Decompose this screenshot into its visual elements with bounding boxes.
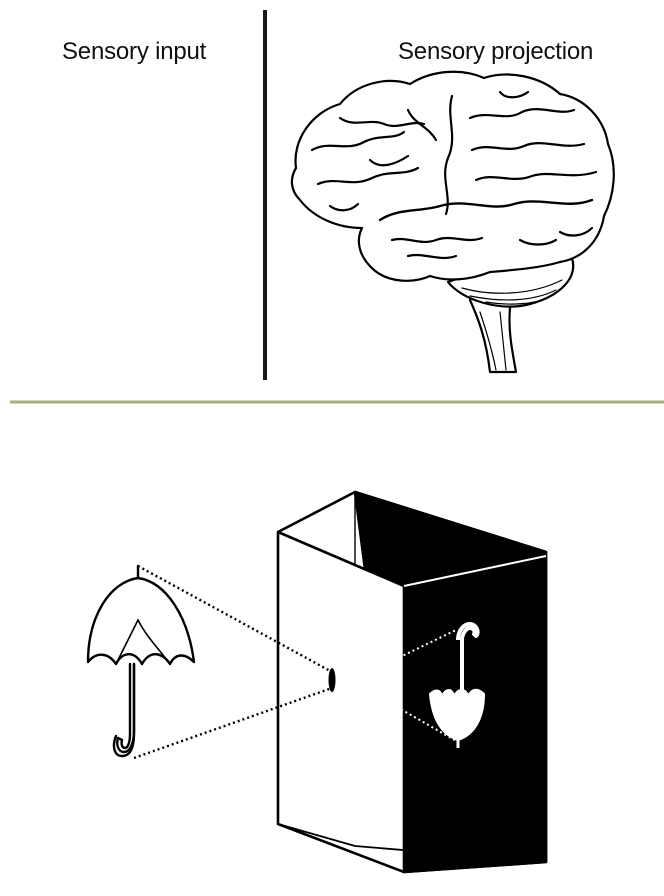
brain-stem (470, 300, 516, 372)
box-front-face (278, 532, 404, 872)
cerebrum (292, 72, 614, 281)
umbrella-icon (88, 566, 194, 756)
brain-icon (292, 72, 614, 372)
pinhole-camera-box (278, 492, 546, 872)
